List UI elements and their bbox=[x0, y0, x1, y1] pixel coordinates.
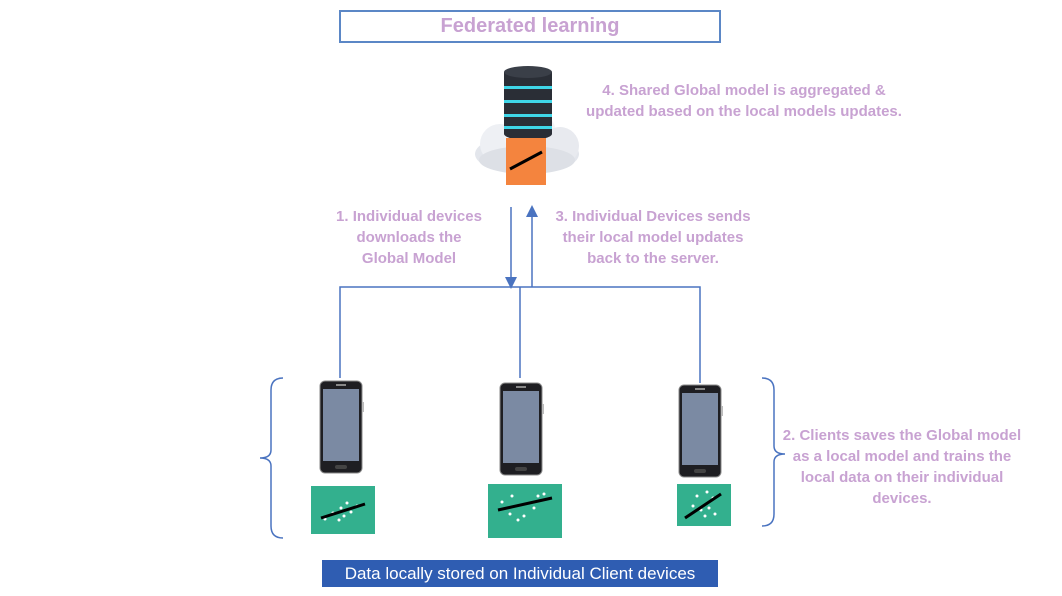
caption-line: updated based on the local models update… bbox=[586, 103, 902, 120]
caption-line: 3. Individual Devices sends bbox=[555, 208, 751, 225]
caption-line: 2. Clients saves the Global model bbox=[782, 427, 1022, 444]
right-brace bbox=[761, 377, 786, 527]
caption-line: Global Model bbox=[361, 250, 457, 267]
step-3-caption: 3. Individual Devices sends their local … bbox=[552, 206, 754, 269]
caption-line: devices. bbox=[872, 490, 932, 507]
step-4-caption: 4. Shared Global model is aggregated & u… bbox=[582, 80, 906, 122]
global-server bbox=[475, 66, 579, 185]
caption-line: 1. Individual devices bbox=[336, 208, 482, 225]
step-1-caption: 1. Individual devices downloads the Glob… bbox=[330, 206, 488, 269]
smartphone-icon bbox=[499, 382, 544, 476]
diagram-title: Federated learning bbox=[440, 15, 620, 37]
caption-line: 4. Shared Global model is aggregated & bbox=[602, 82, 886, 99]
caption-line: back to the server. bbox=[587, 250, 719, 267]
caption-line: downloads the bbox=[356, 229, 462, 246]
scatter-plot-regression-icon bbox=[677, 484, 731, 526]
smartphone-icon bbox=[678, 384, 723, 478]
local-data-label: Data locally stored on Individual Client… bbox=[322, 560, 718, 587]
step-2-caption: 2. Clients saves the Global model as a l… bbox=[778, 425, 1026, 509]
left-brace bbox=[259, 377, 284, 539]
smartphone-icon bbox=[319, 380, 364, 474]
global-model-icon bbox=[506, 138, 546, 185]
scatter-plot-regression-icon bbox=[311, 486, 375, 534]
database-server-icon bbox=[504, 66, 552, 140]
caption-line: as a local model and trains the bbox=[792, 448, 1012, 465]
caption-line: local data on their individual bbox=[800, 469, 1004, 486]
title-box: Federated learning bbox=[339, 10, 721, 43]
caption-line: their local model updates bbox=[562, 229, 744, 246]
scatter-plot-regression-icon bbox=[488, 484, 562, 538]
